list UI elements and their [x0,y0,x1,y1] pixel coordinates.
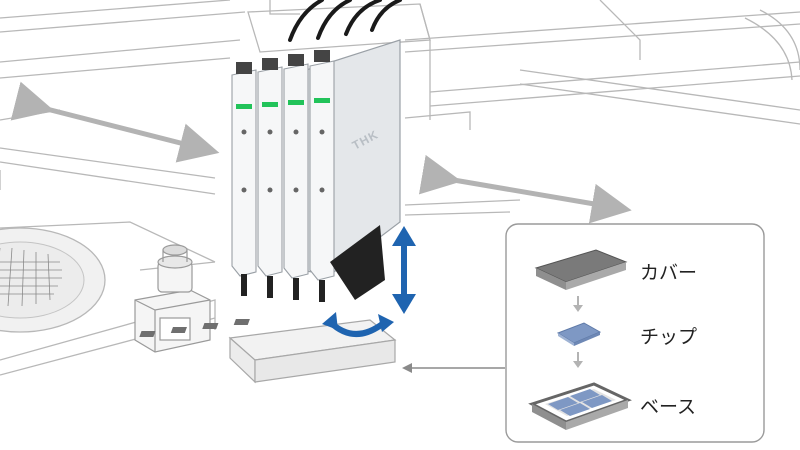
down-arrow-icon [573,352,583,368]
camera-unit [134,244,211,353]
cover-plate-icon [534,249,628,290]
component-legend: カバー チップ ベース [505,223,765,443]
legend-label-cover: カバー [640,262,697,284]
axis-module-1 [231,62,257,277]
axis-module-2 [257,58,283,277]
wafer-plate [0,227,106,333]
chip-icon [556,322,602,346]
horizontal-motion-arrow-left [10,81,220,163]
actuator-heads: THK [231,0,402,302]
base-tray-icon [528,382,632,430]
legend-label-base: ベース [640,396,696,418]
axis-module-4 [309,50,335,281]
rotation-arrow [322,312,394,337]
vertical-motion-arrow [392,226,416,314]
pointer-arrow [402,363,505,373]
workpiece-block [139,319,397,384]
axis-module-3 [283,54,309,279]
legend-label-chip: チップ [640,326,697,348]
horizontal-motion-arrow-right [418,154,632,224]
down-arrow-icon [573,296,583,312]
